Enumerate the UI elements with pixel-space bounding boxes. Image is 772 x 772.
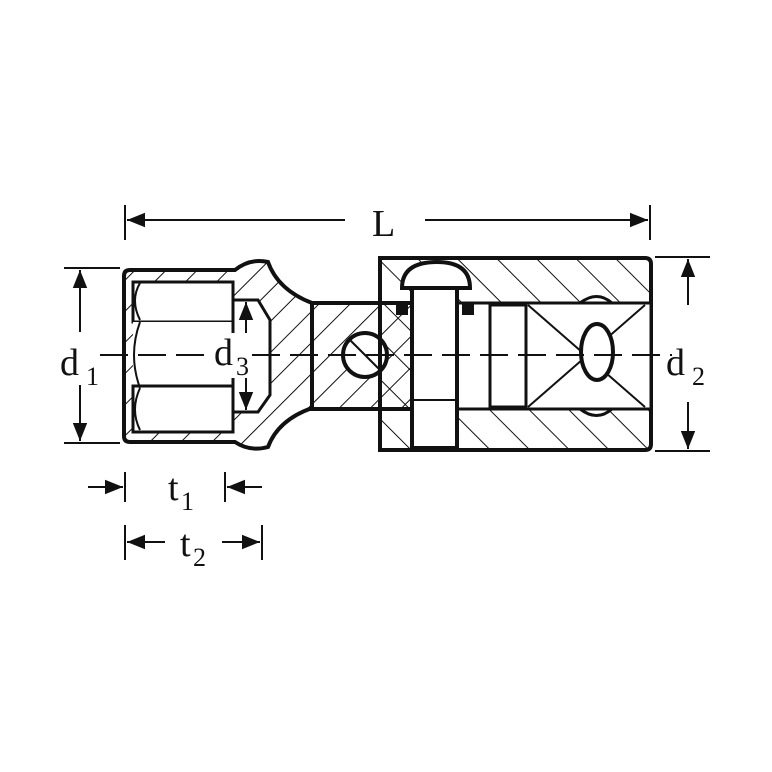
label-d2-subscript: 2 bbox=[692, 362, 705, 391]
dimension-t2: t 2 bbox=[124, 523, 263, 572]
dimension-d1: d 1 bbox=[60, 267, 120, 444]
dimension-L: L bbox=[124, 203, 651, 245]
cross-pin bbox=[396, 259, 474, 450]
label-t2-subscript: 2 bbox=[193, 543, 206, 572]
label-d1: d bbox=[60, 342, 79, 384]
label-t1: t bbox=[168, 467, 179, 509]
dimension-t1: t 1 bbox=[88, 467, 262, 516]
label-d3: d bbox=[214, 332, 233, 374]
label-t1-subscript: 1 bbox=[181, 487, 194, 516]
label-d2: d bbox=[666, 342, 685, 384]
label-d1-subscript: 1 bbox=[86, 362, 99, 391]
dimension-d3: d 3 bbox=[212, 302, 254, 410]
label-L: L bbox=[372, 203, 395, 245]
label-t2: t bbox=[180, 523, 191, 565]
label-d3-subscript: 3 bbox=[236, 352, 249, 381]
dimension-d2: d 2 bbox=[655, 256, 710, 452]
